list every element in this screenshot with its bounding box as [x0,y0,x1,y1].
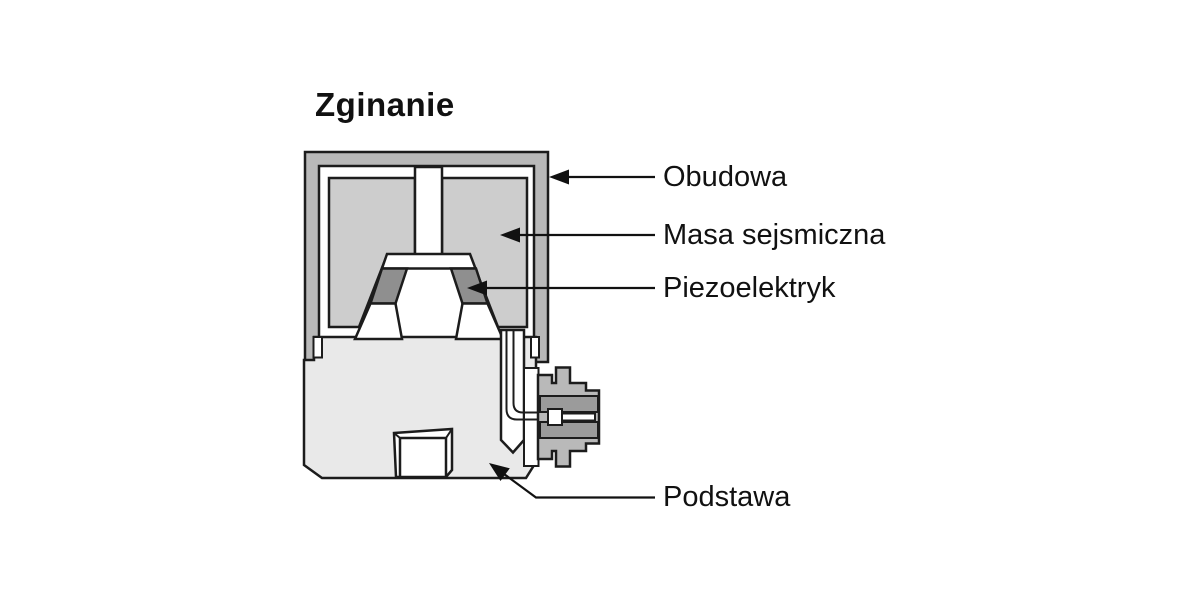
diagram-title: Zginanie [315,86,455,123]
center-post-shape [413,165,444,257]
support-leg-left-shape [353,302,404,341]
arrow-obudowa [549,169,655,185]
mounting-hole-inner [398,436,448,479]
arrow-podstawa [489,463,655,499]
arrowhead-piezo [467,280,487,296]
arrow-piezo [467,280,655,296]
housing-crimp-left [312,336,323,359]
label-piezoelektryk: Piezoelektryk [663,272,836,304]
arrowhead-podstawa [489,463,510,481]
connector-pin-shape [561,412,596,422]
housing-crimp-right [530,336,540,359]
arrow-masa [500,227,655,243]
wire-inner [512,330,549,414]
label-masa-sejsmiczna: Masa sejsmiczna [663,219,886,251]
arrowhead-obudowa [549,169,569,185]
wire-outer [505,330,549,421]
mounting-hole-edges [393,428,453,439]
arrowhead-masa [500,227,520,243]
bender-plate-shape [380,252,478,270]
connector-bore-shape [523,367,540,467]
label-podstawa: Podstawa [663,481,791,513]
label-obudowa: Obudowa [663,161,788,193]
connector-pin-base [547,408,563,426]
